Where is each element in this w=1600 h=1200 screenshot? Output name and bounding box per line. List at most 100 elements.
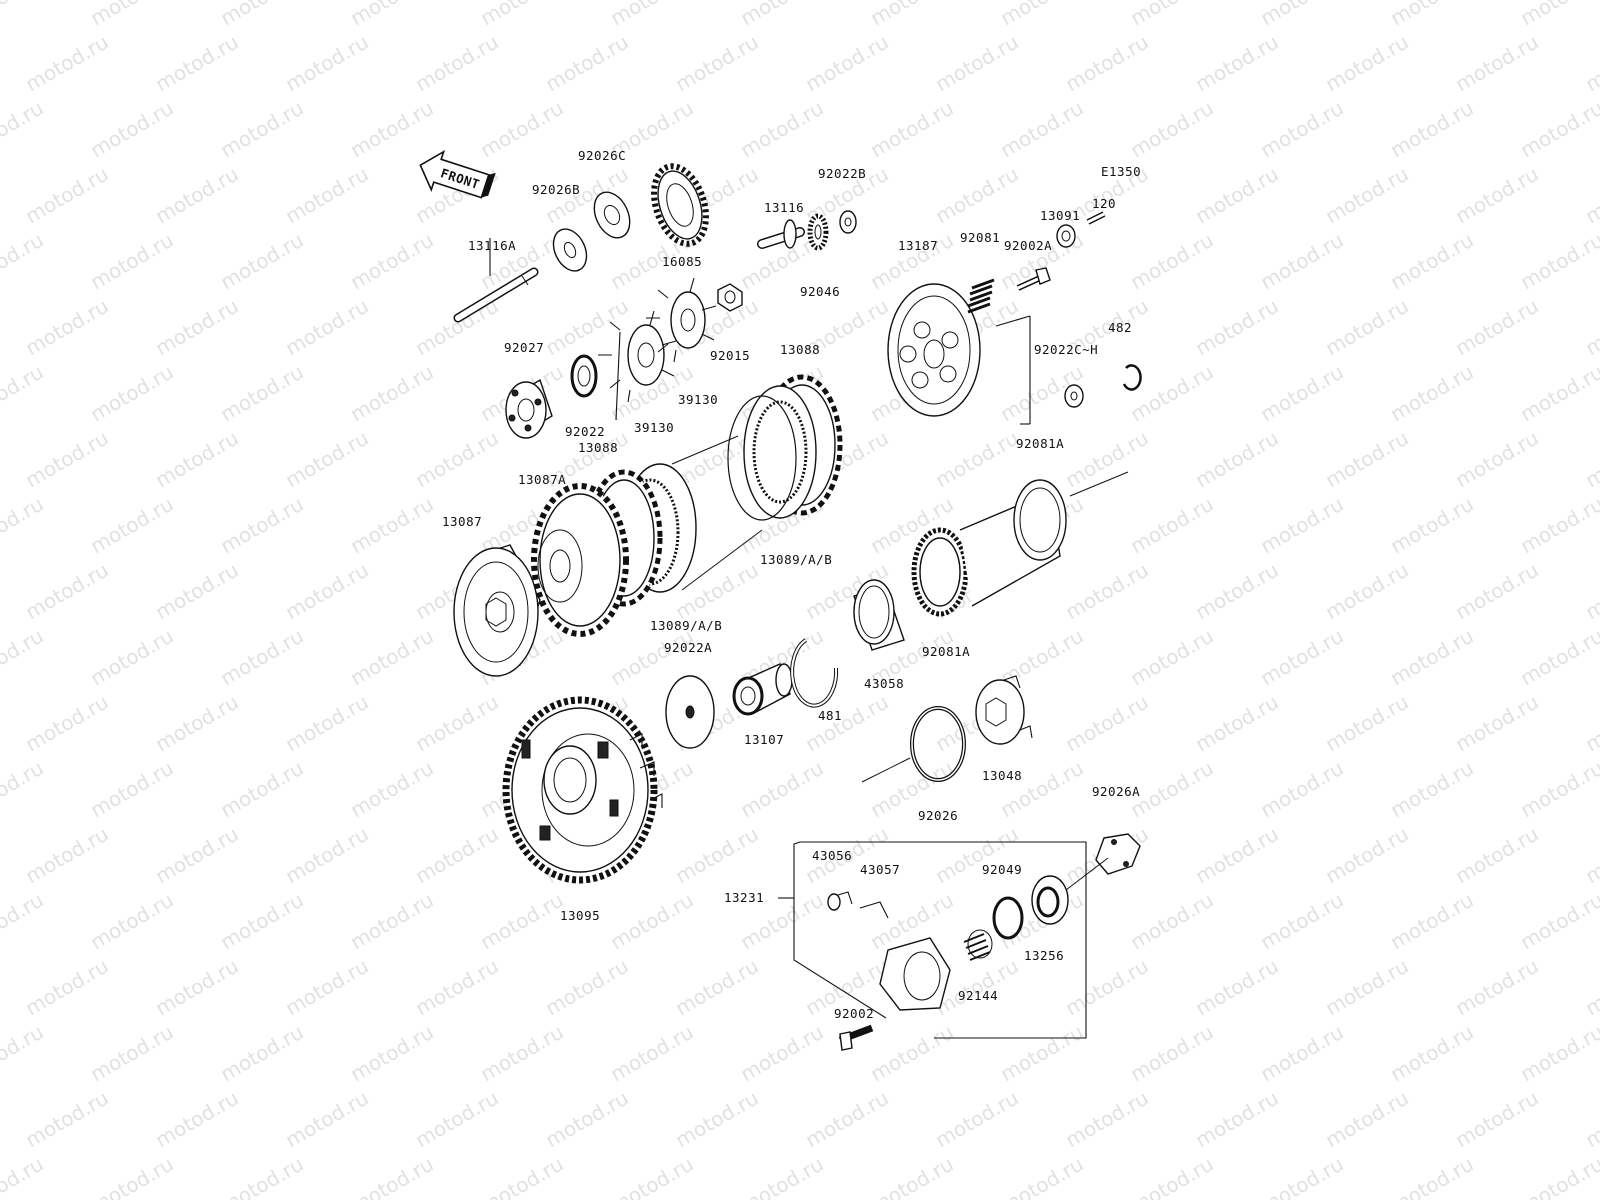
shaft-13116a-icon xyxy=(453,267,539,323)
label-92022b: 92022B xyxy=(818,166,866,181)
spring-92144-icon xyxy=(963,929,993,961)
slave-cylinder-13231-icon xyxy=(827,891,951,1051)
watermark-text: motod.ru xyxy=(281,30,372,97)
watermark-text: motod.ru xyxy=(1256,1020,1347,1087)
label-92081a-top: 92081A xyxy=(1016,436,1064,451)
watermark-text: motod.ru xyxy=(1451,30,1542,97)
watermark-text: motod.ru xyxy=(1191,30,1282,97)
label-13088-a: 13088 xyxy=(780,342,820,357)
watermark-text: motod.ru xyxy=(411,30,502,97)
watermark-text: motod.ru xyxy=(0,1020,48,1087)
watermark-text: motod.ru xyxy=(931,822,1022,889)
label-92002a: 92002A xyxy=(1004,238,1052,253)
watermark-text: motod.ru xyxy=(1191,690,1282,757)
watermark-text: motod.ru xyxy=(606,1152,697,1200)
watermark-text: motod.ru xyxy=(1516,624,1600,691)
label-13089-b: 13089/A/B xyxy=(650,618,722,633)
label-13256: 13256 xyxy=(1024,948,1064,963)
watermark-text: motod.ru xyxy=(931,162,1022,229)
bearing-92022-icon xyxy=(570,354,598,398)
watermark-text: motod.ru xyxy=(931,30,1022,97)
watermark-text: motod.ru xyxy=(1191,954,1282,1021)
label-92027: 92027 xyxy=(504,340,544,355)
watermark-text: motod.ru xyxy=(411,1086,502,1153)
watermark-text: motod.ru xyxy=(606,888,697,955)
watermark-text: motod.ru xyxy=(281,1086,372,1153)
diagram-code: E1350 xyxy=(1101,164,1141,179)
washer-92026b-icon xyxy=(552,228,588,272)
watermark-text: motod.ru xyxy=(21,690,112,757)
label-482: 482 xyxy=(1108,320,1132,335)
watermark-text: motod.ru xyxy=(736,1020,827,1087)
watermark-text: motod.ru xyxy=(476,0,567,30)
watermark-text: motod.ru xyxy=(1126,624,1217,691)
circlip-481-icon xyxy=(790,638,839,708)
watermark-text: motod.ru xyxy=(1321,690,1412,757)
watermark-text: motod.ru xyxy=(1451,1086,1542,1153)
watermark-text: motod.ru xyxy=(1126,1152,1217,1200)
watermark-text: motod.ru xyxy=(1581,162,1600,229)
bearing-92046-icon xyxy=(807,213,829,251)
watermark-text: motod.ru xyxy=(1516,96,1600,163)
gasket-92026a-icon xyxy=(1095,833,1141,875)
watermark-text: motod.ru xyxy=(86,96,177,163)
watermark-text: motod.ru xyxy=(1386,624,1477,691)
watermark-text: motod.ru xyxy=(86,1152,177,1200)
label-13095: 13095 xyxy=(560,908,600,923)
watermark-text: motod.ru xyxy=(996,624,1087,691)
watermark-text: motod.ru xyxy=(1321,162,1412,229)
watermark-text: motod.ru xyxy=(1516,228,1600,295)
label-92081: 92081 xyxy=(960,230,1000,245)
screw-120-icon xyxy=(1086,211,1106,225)
watermark-text: motod.ru xyxy=(151,822,242,889)
watermark-text: motod.ru xyxy=(1061,1086,1152,1153)
watermark-text: motod.ru xyxy=(996,1020,1087,1087)
watermark-text: motod.ru xyxy=(21,822,112,889)
watermark-text: motod.ru xyxy=(216,228,307,295)
watermark-text: motod.ru xyxy=(996,96,1087,163)
watermark-text: motod.ru xyxy=(346,360,437,427)
watermark-text: motod.ru xyxy=(1126,228,1217,295)
bolt-92002a-icon xyxy=(1016,267,1051,291)
watermark-text: motod.ru xyxy=(1516,888,1600,955)
watermark-text: motod.ru xyxy=(281,954,372,1021)
watermark-text: motod.ru xyxy=(736,1152,827,1200)
label-13116: 13116 xyxy=(764,200,804,215)
watermark-text: motod.ru xyxy=(1516,756,1600,823)
watermark-text: motod.ru xyxy=(1386,492,1477,559)
watermark-text: motod.ru xyxy=(541,1086,632,1153)
spring-plate-39130-icon xyxy=(598,310,677,403)
watermark-text: motod.ru xyxy=(1126,0,1217,30)
washer-92022c-h-icon xyxy=(1064,384,1084,408)
watermark-text: motod.ru xyxy=(1256,228,1347,295)
watermark-text: motod.ru xyxy=(86,1020,177,1087)
watermark-text: motod.ru xyxy=(1061,954,1152,1021)
watermark-text: motod.ru xyxy=(801,690,892,757)
watermark-text: motod.ru xyxy=(1321,954,1412,1021)
watermark-text: motod.ru xyxy=(1191,294,1282,361)
watermark-text: motod.ru xyxy=(996,0,1087,30)
watermark-text: motod.ru xyxy=(1386,96,1477,163)
watermark-text: motod.ru xyxy=(736,96,827,163)
ring-43058-icon xyxy=(853,579,905,651)
watermark-text: motod.ru xyxy=(1256,0,1347,30)
watermark-text: motod.ru xyxy=(346,228,437,295)
label-43058: 43058 xyxy=(864,676,904,691)
label-13231: 13231 xyxy=(724,890,764,905)
watermark-text: motod.ru xyxy=(346,1020,437,1087)
label-92002: 92002 xyxy=(834,1006,874,1021)
o-ring-92026-icon xyxy=(861,706,966,783)
label-13087a: 13087A xyxy=(518,472,566,487)
watermark-text: motod.ru xyxy=(21,162,112,229)
watermark-text: motod.ru xyxy=(671,1086,762,1153)
watermark-text: motod.ru xyxy=(346,0,437,30)
label-92022: 92022 xyxy=(565,424,605,439)
watermark-text: motod.ru xyxy=(1126,492,1217,559)
watermark-text: motod.ru xyxy=(1061,30,1152,97)
watermark-text: motod.ru xyxy=(151,426,242,493)
watermark-text: motod.ru xyxy=(1126,96,1217,163)
watermark-text: motod.ru xyxy=(21,954,112,1021)
watermark-text: motod.ru xyxy=(606,0,697,30)
